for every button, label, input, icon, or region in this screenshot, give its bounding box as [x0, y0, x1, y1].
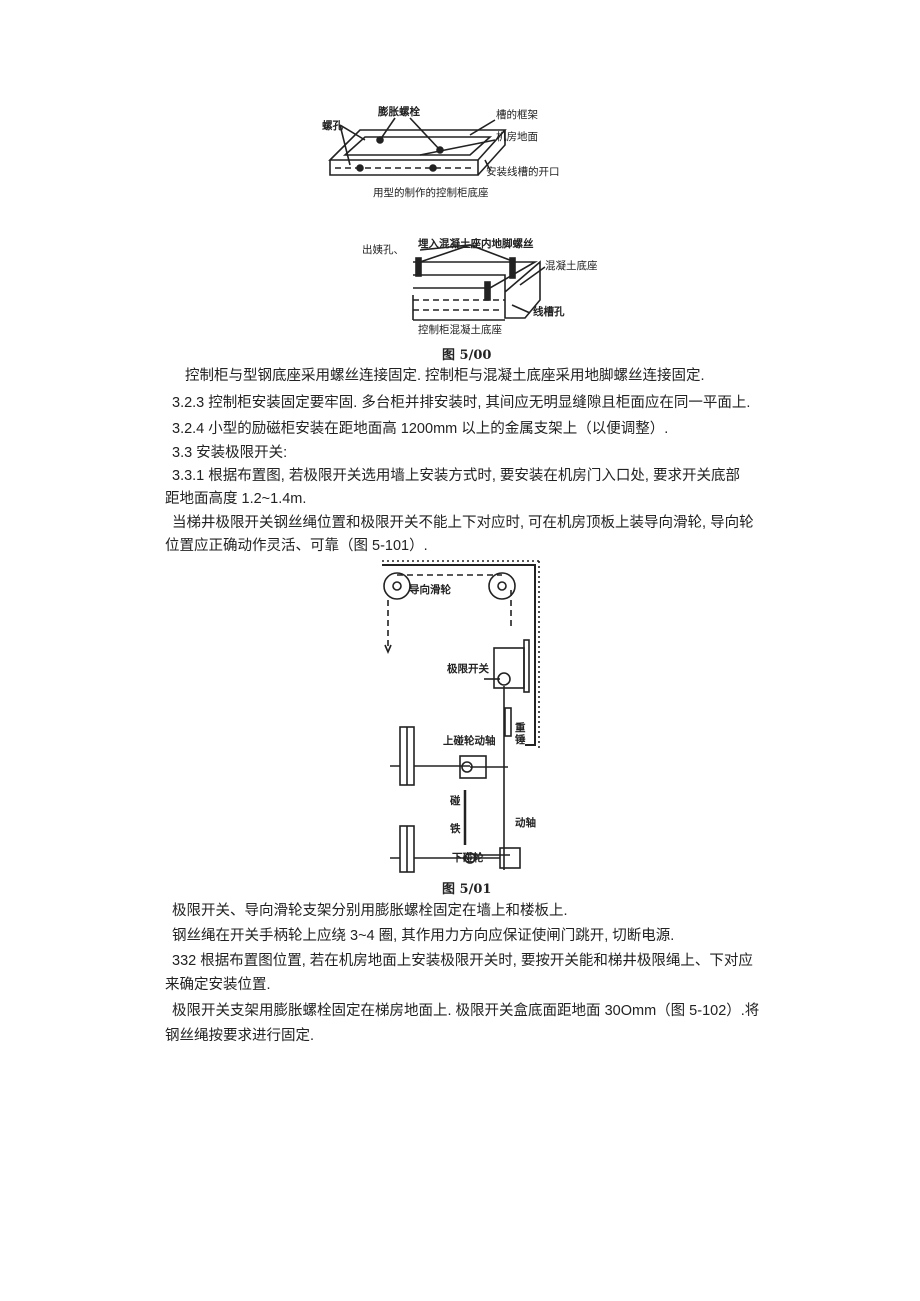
label-limit-switch: 极限开关: [447, 663, 489, 675]
label-weight: 重锤: [515, 722, 526, 746]
label-striker-2: 铁: [450, 823, 461, 835]
label-striker-1: 碰: [450, 795, 461, 807]
concrete-base-diagram: [412, 244, 546, 321]
label-concrete-base: 混凝土底座: [545, 260, 598, 272]
label-channel-frame: 槽的框架: [496, 109, 538, 121]
figure-number-501: 图 5/01: [442, 882, 492, 897]
steel-base-diagram: [328, 117, 507, 176]
paragraph-line: 3.3.1 根据布置图, 若极限开关选用墙上安装方式时, 要安装在机房门入口处,…: [172, 468, 740, 484]
label-trough-opening: 安装线槽的开口: [486, 166, 560, 178]
paragraph-line: 钢丝绳在开关手柄轮上应绕 3~4 圈, 其作用力方向应保证使闸门跳开, 切断电源…: [172, 928, 675, 944]
paragraph-line: 位置应正确动作灵活、可靠（图 5-101）.: [165, 538, 428, 554]
paragraph-line: 3.2.4 小型的励磁柜安装在距地面高 1200mm 以上的金属支架上（以便调整…: [172, 421, 669, 437]
label-shaft: 动轴: [515, 817, 536, 829]
paragraph-line: 控制柜与型钢底座采用螺丝连接固定. 控制柜与混凝土底座采用地脚螺丝连接固定.: [185, 368, 705, 384]
paragraph-line: 极限开关支架用膨胀螺栓固定在梯房地面上. 极限开关盒底面距地面 30Omm（图 …: [172, 1003, 760, 1019]
paragraph-line: 来确定安装位置.: [165, 977, 271, 993]
paragraph-line: 332 根据布置图位置, 若在机房地面上安装极限开关时, 要按开关能和梯井极限绳…: [172, 953, 753, 969]
figure-caption-concrete-base: 控制柜混凝土底座: [418, 324, 502, 336]
figure-caption-steel-base: 用型的制作的控制柜底座: [373, 187, 489, 199]
figure-number-500: 图 5/00: [442, 348, 492, 363]
label-machine-room-floor: 机房地面: [496, 131, 538, 143]
paragraph-line: 3.2.3 控制柜安装固定要牢固. 多台柜并排安装时, 其间应无明显缝隙且柜面应…: [172, 395, 751, 411]
paragraph-line: 3.3 安装极限开关:: [172, 445, 288, 461]
label-anchor-bolt: 埋入混凝土座内地脚螺丝: [418, 238, 534, 250]
label-guide-pulley: 导向滑轮: [409, 584, 451, 596]
paragraph-line: 当梯井极限开关钢丝绳位置和极限开关不能上下对应时, 可在机房顶板上装导向滑轮, …: [172, 515, 754, 531]
label-bolt-hole: 螺孔: [322, 120, 343, 132]
paragraph-line: 极限开关、导向滑轮支架分别用膨胀螺栓固定在墙上和楼板上.: [172, 903, 568, 919]
label-trough-hole: 线槽孔: [533, 306, 565, 318]
label-expansion-bolt: 膨胀螺栓: [378, 106, 420, 118]
paragraph-line: 距地面高度 1.2~1.4m.: [165, 491, 307, 507]
paragraph-line: 钢丝绳按要求进行固定.: [165, 1028, 315, 1044]
label-lower-roller: 下碰轮: [452, 852, 484, 864]
label-upper-roller-shaft: 上碰轮动轴: [443, 735, 496, 747]
label-hole: 出姨孔、: [362, 244, 404, 256]
